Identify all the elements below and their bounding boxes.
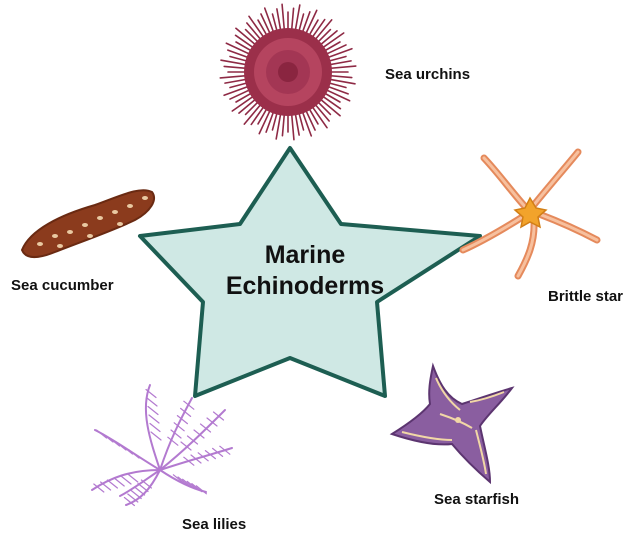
sea-starfish-icon [392, 366, 512, 482]
sea-lilies-label: Sea lilies [182, 516, 246, 533]
center-title-line2: Echinoderms [170, 271, 440, 302]
sea-cucumber-label: Sea cucumber [11, 277, 114, 294]
center-title: Marine Echinoderms [170, 240, 440, 302]
sea-cucumber-icon [22, 190, 154, 257]
center-title-line1: Marine [170, 240, 440, 271]
sea-starfish-label: Sea starfish [434, 491, 519, 508]
brittle-star-icon [463, 152, 597, 276]
brittle-star-label: Brittle star [548, 288, 623, 305]
sea-lily-icon [92, 385, 232, 506]
sea-urchins-label: Sea urchins [385, 66, 470, 83]
sea-urchin-icon [220, 4, 355, 139]
